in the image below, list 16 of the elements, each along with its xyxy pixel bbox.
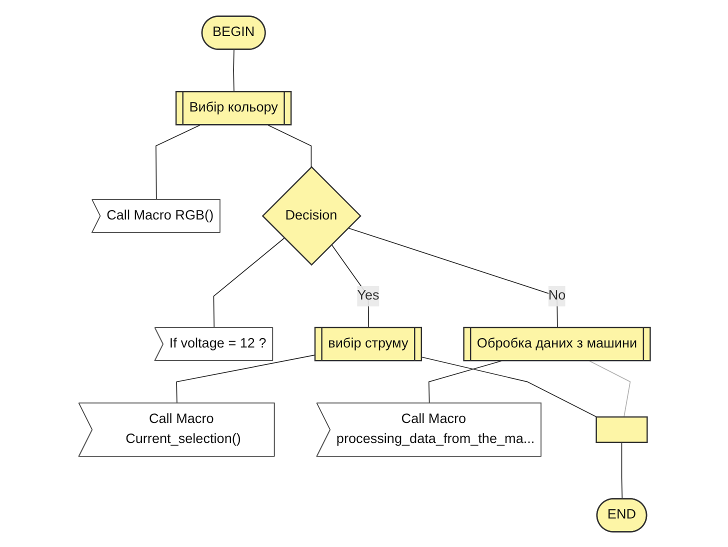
connector xyxy=(588,360,630,417)
flowchart: Yes No BEGIN Вибір кольору Call Macro RGB() Decision If voltage = 12 ? вибір струму Call Macro Current_selection() Обробка даних з машини Call Macro processing_data_from_the_ma... END xyxy=(72,8,656,538)
connector xyxy=(232,48,234,92)
connector xyxy=(428,360,502,404)
edge-label: No xyxy=(548,288,566,302)
node-box xyxy=(595,416,648,443)
connector xyxy=(212,237,284,328)
connector xyxy=(620,441,622,500)
connector xyxy=(155,124,200,200)
connector xyxy=(176,354,316,404)
connector xyxy=(420,356,597,417)
edge-label: Yes xyxy=(356,288,379,302)
node-diamond xyxy=(261,166,361,266)
connector xyxy=(330,244,369,328)
connector xyxy=(347,227,558,328)
connector xyxy=(267,124,312,167)
